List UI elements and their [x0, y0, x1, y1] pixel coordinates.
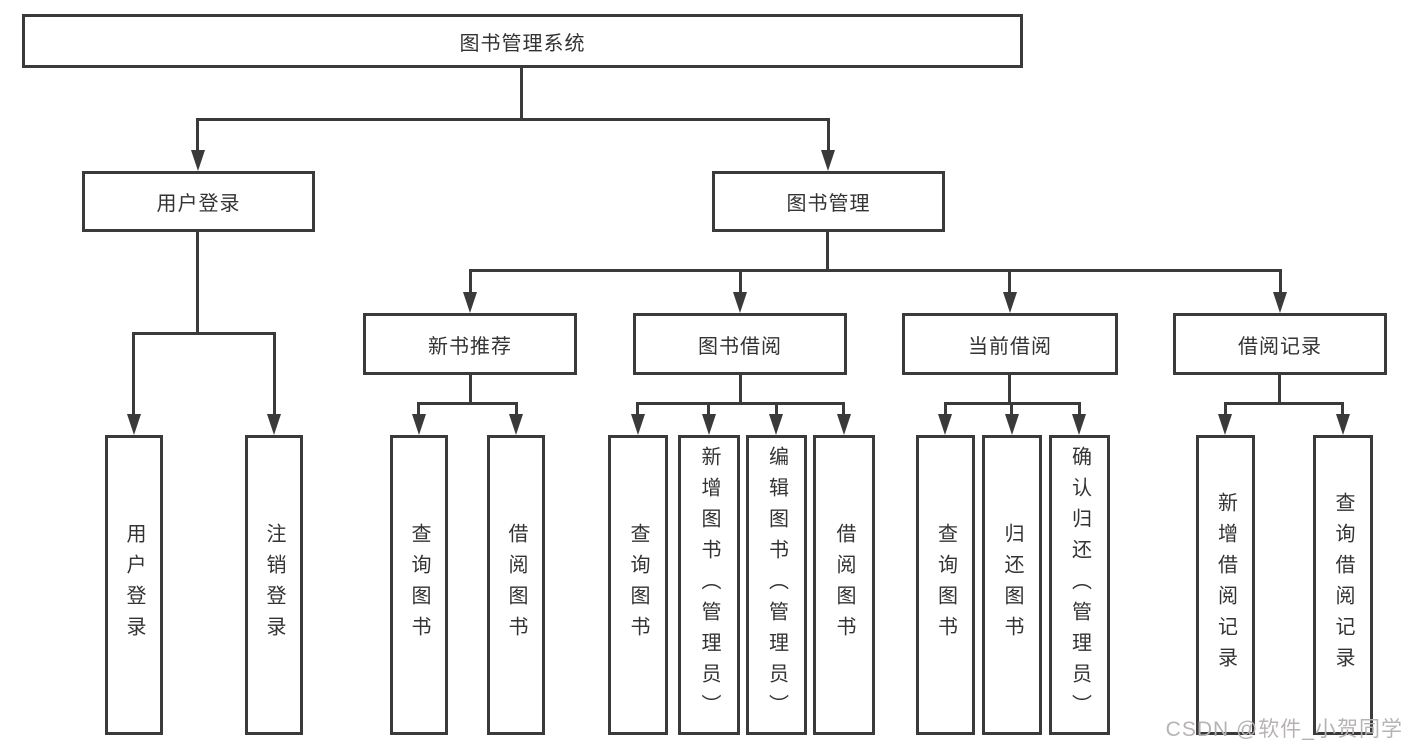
- connector-line: [1224, 402, 1227, 416]
- connector-line: [826, 232, 829, 272]
- leaf-confirm-return-admin-label: 确认归还（管理员）: [1068, 445, 1091, 725]
- leaf-return-book: 归还图书: [982, 435, 1042, 735]
- connector-line: [520, 68, 523, 120]
- connector-line: [636, 402, 845, 405]
- arrowhead-down: [509, 414, 523, 435]
- node-new-book-recommend: 新书推荐: [363, 313, 577, 375]
- leaf-recommend-query-book-label: 查询图书: [408, 523, 430, 647]
- node-current-borrow: 当前借阅: [902, 313, 1118, 375]
- arrowhead-down: [769, 414, 783, 435]
- leaf-logout: 注销登录: [245, 435, 303, 735]
- node-user-login-label: 用户登录: [156, 193, 241, 215]
- arrowhead-down: [938, 414, 952, 435]
- leaf-logout-label: 注销登录: [263, 523, 285, 647]
- leaf-return-book-label: 归还图书: [1001, 523, 1023, 647]
- leaf-confirm-return-admin: 确认归还（管理员）: [1049, 435, 1110, 735]
- connector-line: [273, 332, 276, 416]
- node-borrow-record-label: 借阅记录: [1238, 335, 1322, 358]
- leaf-current-query-book-label: 查询图书: [934, 523, 957, 647]
- connector-line: [1078, 402, 1081, 416]
- arrowhead-down: [631, 414, 645, 435]
- connector-line: [739, 375, 742, 405]
- connector-line: [515, 402, 518, 416]
- node-current-borrow-label: 当前借阅: [968, 335, 1052, 358]
- connector-line: [1341, 402, 1344, 416]
- node-book-borrow: 图书借阅: [633, 313, 847, 375]
- connector-line: [775, 402, 778, 416]
- arrowhead-down: [412, 414, 426, 435]
- leaf-add-book-admin-label: 新增图书（管理员）: [698, 445, 720, 725]
- node-new-book-recommend-label: 新书推荐: [428, 335, 512, 358]
- connector-line: [636, 402, 639, 416]
- leaf-add-borrow-record: 新增借阅记录: [1196, 435, 1255, 735]
- arrowhead-down: [1273, 292, 1287, 313]
- connector-line: [944, 402, 947, 416]
- node-root: 图书管理系统: [22, 14, 1023, 68]
- arrowhead-down: [837, 414, 851, 435]
- leaf-recommend-borrow-book-label: 借阅图书: [505, 523, 527, 647]
- leaf-user-login-label: 用户登录: [123, 523, 145, 647]
- leaf-current-query-book: 查询图书: [916, 435, 975, 735]
- connector-line: [196, 118, 199, 154]
- leaf-borrow-book: 借阅图书: [813, 435, 875, 735]
- node-root-label: 图书管理系统: [459, 32, 586, 55]
- arrowhead-down: [1336, 414, 1350, 435]
- connector-line: [132, 332, 276, 335]
- node-book-borrow-label: 图书借阅: [698, 335, 782, 358]
- arrowhead-down: [733, 292, 747, 313]
- connector-line: [196, 232, 199, 335]
- arrowhead-down: [1072, 414, 1086, 435]
- leaf-query-borrow-record-label: 查询借阅记录: [1332, 492, 1354, 678]
- arrowhead-down: [702, 414, 716, 435]
- leaf-borrow-book-label: 借阅图书: [833, 523, 855, 647]
- leaf-recommend-query-book: 查询图书: [390, 435, 448, 735]
- connector-line: [1279, 269, 1282, 296]
- connector-line: [417, 402, 518, 405]
- connector-line: [739, 269, 742, 296]
- leaf-add-book-admin: 新增图书（管理员）: [678, 435, 740, 735]
- leaf-user-login: 用户登录: [105, 435, 163, 735]
- connector-line: [132, 332, 135, 416]
- leaf-borrow-query-book-label: 查询图书: [627, 523, 649, 647]
- node-book-management-label: 图书管理: [786, 193, 871, 215]
- connector-line: [1010, 402, 1013, 416]
- arrowhead-down: [191, 150, 205, 171]
- csdn-watermark: CSDN @软件_小贺同学: [1165, 718, 1403, 741]
- leaf-query-borrow-record: 查询借阅记录: [1313, 435, 1373, 735]
- node-user-login: 用户登录: [82, 171, 315, 232]
- leaf-add-borrow-record-label: 新增借阅记录: [1214, 492, 1237, 678]
- connector-line: [469, 375, 472, 405]
- connector-line: [196, 118, 830, 121]
- leaf-edit-book-admin-label: 编辑图书（管理员）: [765, 445, 788, 725]
- arrowhead-down: [1005, 414, 1019, 435]
- connector-line: [1008, 375, 1011, 405]
- leaf-recommend-borrow-book: 借阅图书: [487, 435, 545, 735]
- arrowhead-down: [267, 414, 281, 435]
- arrowhead-down: [127, 414, 141, 435]
- node-book-management: 图书管理: [712, 171, 945, 232]
- connector-line: [707, 402, 710, 416]
- arrowhead-down: [1003, 292, 1017, 313]
- connector-line: [827, 118, 830, 154]
- arrowhead-down: [463, 292, 477, 313]
- connector-line: [469, 269, 1282, 272]
- connector-line: [417, 402, 420, 416]
- connector-line: [842, 402, 845, 416]
- connector-line: [1008, 269, 1011, 296]
- node-borrow-record: 借阅记录: [1173, 313, 1387, 375]
- connector-line: [469, 269, 472, 296]
- arrowhead-down: [1218, 414, 1232, 435]
- leaf-edit-book-admin: 编辑图书（管理员）: [746, 435, 807, 735]
- leaf-borrow-query-book: 查询图书: [608, 435, 668, 735]
- arrowhead-down: [821, 150, 835, 171]
- connector-line: [1224, 402, 1344, 405]
- connector-line: [1278, 375, 1281, 405]
